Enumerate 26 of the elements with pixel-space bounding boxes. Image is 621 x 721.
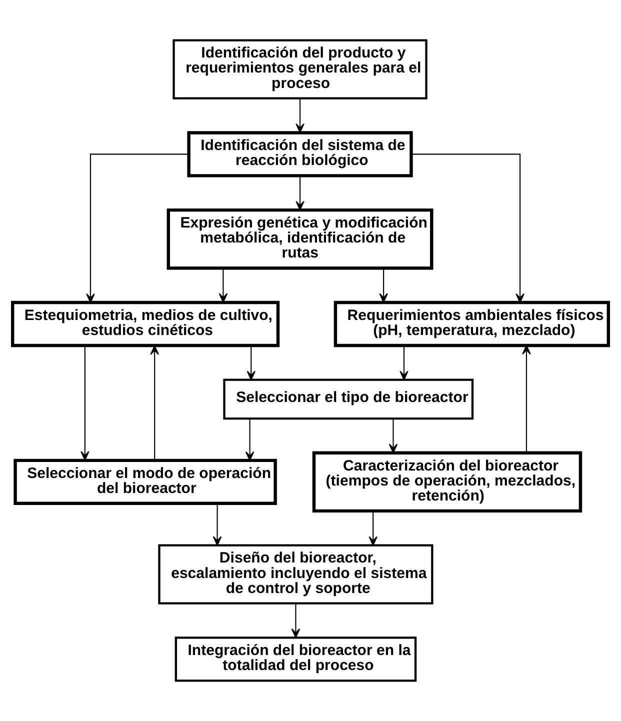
arrow	[246, 346, 256, 380]
node-box: Seleccionar el modo de operación del bioreactor	[14, 458, 277, 506]
node-box: Estequiometria, medios de cultivo, estudios cinéticos	[10, 300, 280, 348]
arrow	[86, 154, 188, 303]
arrow	[296, 176, 304, 210]
arrow	[80, 346, 90, 461]
arrow	[296, 98, 304, 133]
node-box: Expresión genética y modificación metabólica, identificación de rutas	[166, 208, 434, 270]
arrow	[400, 346, 408, 380]
arrow	[379, 268, 388, 303]
node-box: Caracterización del bioreactor (tiempos de operación, mezclados, retención)	[312, 451, 582, 513]
arrow	[218, 268, 228, 303]
node-box: Diseño del bioreactor, escalamiento incluyendo el sistema de control y soporte	[158, 544, 434, 604]
arrow	[411, 154, 524, 303]
node-box: Integración del bioreactor en la totalidad del proceso	[174, 636, 417, 682]
arrow	[212, 504, 222, 546]
node-box: Requerimientos ambientales físicos (pH, temperatura, mezclado)	[334, 300, 610, 348]
node-box: Identificación del sistema de reacción biológico	[187, 131, 413, 178]
arrow	[150, 345, 160, 460]
arrow	[291, 604, 300, 638]
node-box: Seleccionar el tipo de bioreactor	[223, 378, 474, 420]
arrow	[245, 418, 254, 461]
node-box: Identificación del producto y requerimientos generales para el proceso	[172, 39, 428, 100]
arrow	[368, 511, 378, 546]
arrow	[388, 418, 398, 454]
arrow	[522, 345, 531, 453]
